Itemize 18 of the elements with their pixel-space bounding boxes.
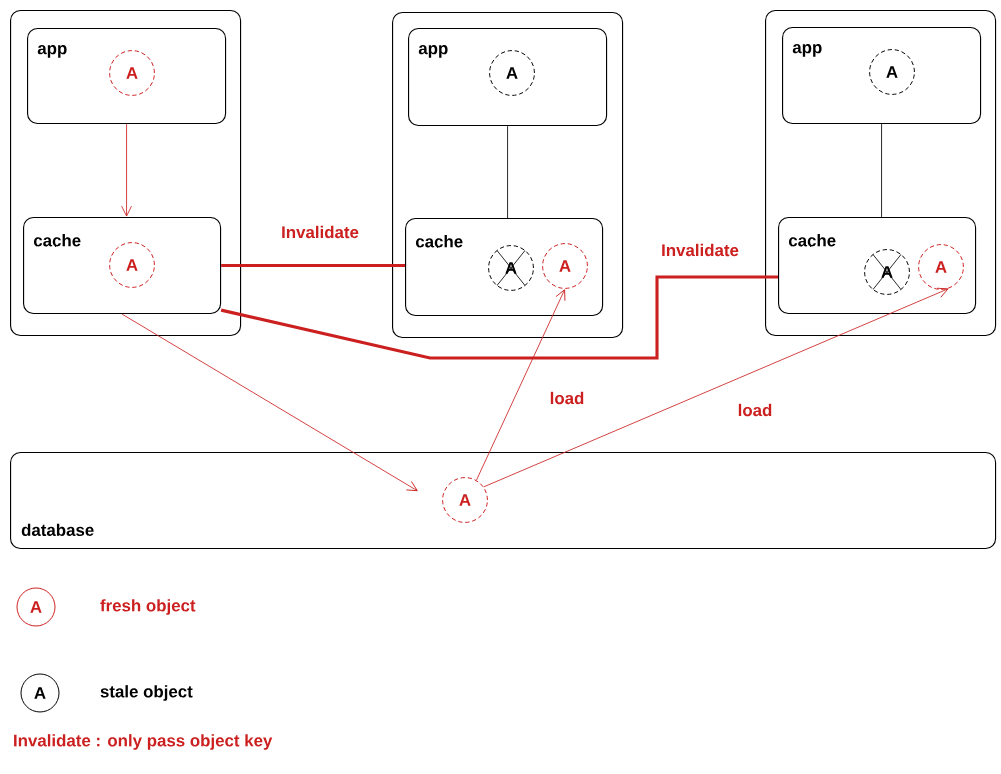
arrow bbox=[121, 123, 132, 217]
connector-line bbox=[881, 123, 882, 218]
arrow bbox=[483, 287, 949, 488]
connector-line bbox=[220, 275, 778, 360]
connector-line bbox=[221, 264, 405, 268]
server-box bbox=[10, 10, 242, 337]
edge-label: load bbox=[548, 390, 586, 406]
server-box bbox=[392, 12, 624, 339]
edge-label: Invalidate bbox=[279, 224, 361, 240]
note: Invalidate : only pass object key bbox=[14, 734, 273, 750]
legend-text: fresh object bbox=[100, 599, 196, 615]
edge-label: Invalidate bbox=[659, 242, 741, 258]
legend-text: stale object bbox=[100, 685, 193, 701]
server-box bbox=[765, 10, 997, 337]
edge-label: load bbox=[736, 402, 774, 418]
arrow bbox=[476, 289, 566, 481]
arrow bbox=[121, 313, 418, 492]
connector-line bbox=[507, 125, 508, 219]
